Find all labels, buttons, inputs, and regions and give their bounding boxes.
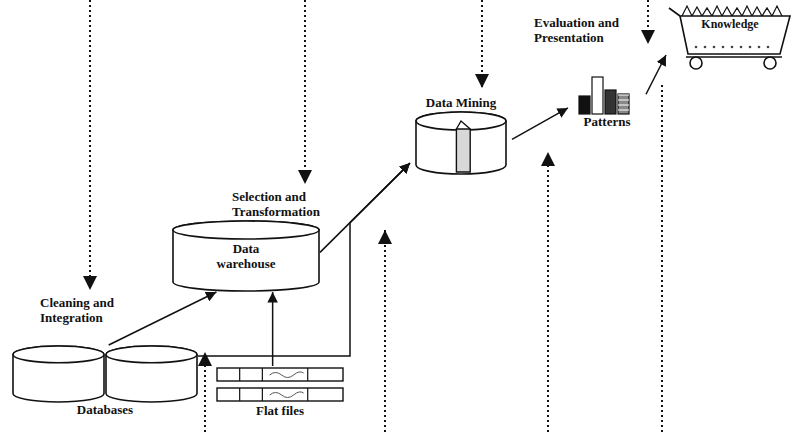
step-label: Evaluation and Presentation: [534, 16, 640, 46]
bar-hatch: [618, 105, 629, 106]
file-squiggle: [270, 372, 304, 378]
data-mining-store: Data Mining: [410, 96, 512, 175]
file-divider: [262, 388, 263, 401]
file-strip: [217, 388, 343, 401]
basket-dot: [731, 46, 734, 49]
files-drawing: [217, 368, 343, 401]
cylinder-body: [106, 346, 197, 402]
dotted-guide: [661, 84, 663, 432]
file-divider: [307, 368, 308, 381]
basket-dot: [713, 46, 716, 49]
data-mining-store-outline: [415, 111, 507, 175]
flow-arrow: [320, 163, 410, 252]
basket-dot: [740, 46, 743, 49]
step-label: Selection and Transformation: [232, 190, 344, 220]
basket-dot: [758, 46, 761, 49]
dotted-guide: [481, 0, 483, 88]
pattern-bar: [618, 94, 629, 114]
cart-drawing: [669, 6, 790, 69]
flat-file-icon: Flat files: [215, 366, 345, 419]
pattern-bar: [579, 96, 590, 114]
bar-hatch: [618, 100, 629, 101]
cylinder-top: [173, 221, 319, 239]
cylinder-top: [13, 346, 104, 363]
cylinder-top: [106, 346, 197, 363]
dotted-guide: [384, 230, 386, 432]
dotted-guide: [304, 0, 306, 184]
dotted-guide: [204, 352, 206, 432]
mine-drawing: [416, 112, 506, 174]
basket-dot: [767, 46, 770, 49]
cart-wheel: [764, 57, 776, 69]
flow-arrow: [109, 292, 217, 345]
knowledge-pile: [682, 6, 782, 16]
bars-drawing: [579, 77, 629, 114]
basket-dot: [695, 46, 698, 49]
file-strip: [217, 368, 343, 381]
node-label: Patterns: [584, 115, 631, 130]
cart-handle: [669, 8, 680, 16]
node-label: Databases: [77, 403, 133, 418]
file-divider: [262, 368, 263, 381]
database-cylinders: Databases: [12, 345, 198, 418]
dbs-drawing: [13, 346, 197, 402]
knowledge-cart-outline: [666, 4, 794, 72]
pattern-chart: Patterns: [568, 75, 646, 130]
file-divider: [239, 368, 240, 381]
cart-basket: [680, 16, 790, 54]
basket-dot: [722, 46, 725, 49]
node-label: Flat files: [256, 404, 304, 419]
cylinder-top: [416, 112, 506, 130]
step-label: Cleaning and Integration: [40, 296, 140, 326]
cut-edge: [456, 121, 470, 129]
dotted-guide: [89, 0, 91, 290]
cyl-drawing: [173, 221, 319, 291]
pattern-chart-outline: [577, 75, 637, 115]
basket-dot: [749, 46, 752, 49]
pattern-bar: [605, 90, 616, 114]
bar-hatch: [618, 110, 629, 111]
file-divider: [239, 388, 240, 401]
cut-slot: [456, 129, 470, 172]
cylinder-body: [416, 112, 506, 174]
file-squiggle: [270, 392, 304, 398]
flow-arrow: [646, 55, 666, 94]
pattern-bar: [592, 77, 603, 114]
dotted-guide: [547, 152, 549, 432]
basket-dot: [704, 46, 707, 49]
data-warehouse-cylinder: Data warehouse: [172, 220, 320, 292]
cylinder-body: [173, 221, 319, 291]
database-cylinders-outline: [12, 345, 198, 403]
bar-hatch: [618, 95, 629, 96]
dotted-guide: [647, 0, 649, 44]
flat-file-icon-outline: [215, 366, 345, 404]
flow-arrow: [272, 292, 274, 366]
cylinder-body: [13, 346, 104, 402]
node-label: Data Mining: [426, 96, 496, 111]
flow-arrow: [512, 108, 568, 139]
node-label: Data warehouse: [206, 242, 286, 272]
file-divider: [307, 388, 308, 401]
cart-wheel: [690, 57, 702, 69]
knowledge-cart: Knowledge: [666, 4, 794, 72]
node-label: Knowledge: [701, 18, 758, 32]
